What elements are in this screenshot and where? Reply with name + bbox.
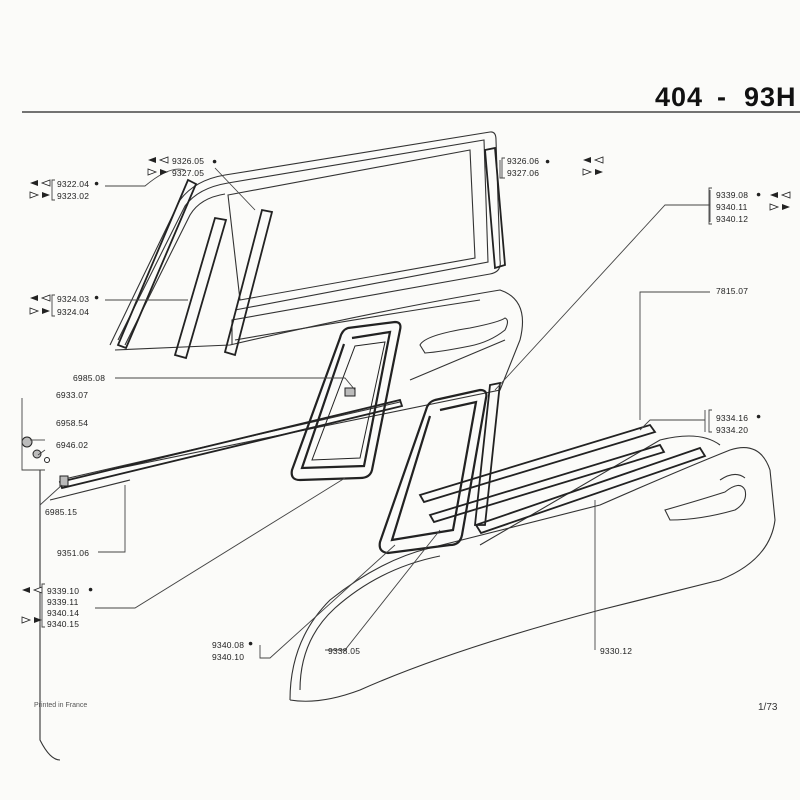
part-label-9338-05: 9338.05 <box>328 646 361 656</box>
part-label-9326-06: 9326.06 <box>507 156 540 166</box>
part-label-9323-02: 9323.02 <box>57 191 90 201</box>
section-code: 93H <box>744 82 797 112</box>
part-marker-9339-08: ● <box>756 189 762 199</box>
part-label-9340-08: 9340.08 <box>212 640 245 650</box>
part-label-9327-06: 9327.06 <box>507 168 540 178</box>
part-label-9339-08: 9339.08 <box>716 190 749 200</box>
part-label-9339-11: 9339.11 <box>47 597 79 607</box>
part-label-9340-15: 9340.15 <box>47 619 80 629</box>
page-number: 1/73 <box>758 702 778 713</box>
part-marker-9326-06: ● <box>545 156 551 166</box>
part-label-9324-04: 9324.04 <box>57 307 90 317</box>
part-marker-9322-04: ● <box>94 178 100 188</box>
front-vent-frame <box>290 320 402 482</box>
model-number: 404 <box>655 82 704 112</box>
part-label-9322-04: 9322.04 <box>57 179 90 189</box>
part-label-9340-11: 9340.11 <box>716 202 748 212</box>
printed-in-france: Printed in France <box>34 702 88 709</box>
part-label-9351-06: 9351.06 <box>57 548 90 558</box>
part-marker-9334-16: ● <box>756 411 762 421</box>
glass-channels <box>58 146 707 535</box>
part-label-9334-20: 9334.20 <box>716 425 749 435</box>
fasteners <box>21 387 356 487</box>
part-label-9327-05: 9327.05 <box>172 168 205 178</box>
part-label-9340-14: 9340.14 <box>47 608 80 618</box>
part-label-6946-02: 6946.02 <box>56 440 89 450</box>
part-label-6985-15: 6985.15 <box>45 507 78 517</box>
part-label-9324-03: 9324.03 <box>57 294 90 304</box>
part-marker-9339-10: ● <box>88 584 94 594</box>
part-label-6933-07: 6933.07 <box>56 390 89 400</box>
part-label-9340-10: 9340.10 <box>212 652 245 662</box>
part-marker-9326-05: ● <box>212 156 218 166</box>
leader-lines <box>21 160 711 659</box>
part-label-9339-10: 9339.10 <box>47 586 80 596</box>
part-marker-9324-03: ● <box>94 292 100 302</box>
part-label-6985-08: 6985.08 <box>73 373 106 383</box>
part-label-9340-12: 9340.12 <box>716 214 749 224</box>
label-brackets <box>41 157 712 628</box>
direction-arrows <box>21 156 791 624</box>
part-label-9326-05: 9326.05 <box>172 156 205 166</box>
part-label-6958-54: 6958.54 <box>56 418 89 428</box>
part-label-9334-16: 9334.16 <box>716 413 749 423</box>
part-label-9330-12: 9330.12 <box>600 646 633 656</box>
door-outlines <box>39 131 776 761</box>
title-dash: - <box>717 82 726 112</box>
part-label-7815-07: 7815.07 <box>716 286 749 296</box>
rear-vent-frame <box>378 388 488 555</box>
part-marker-9340-08: ● <box>248 638 254 648</box>
